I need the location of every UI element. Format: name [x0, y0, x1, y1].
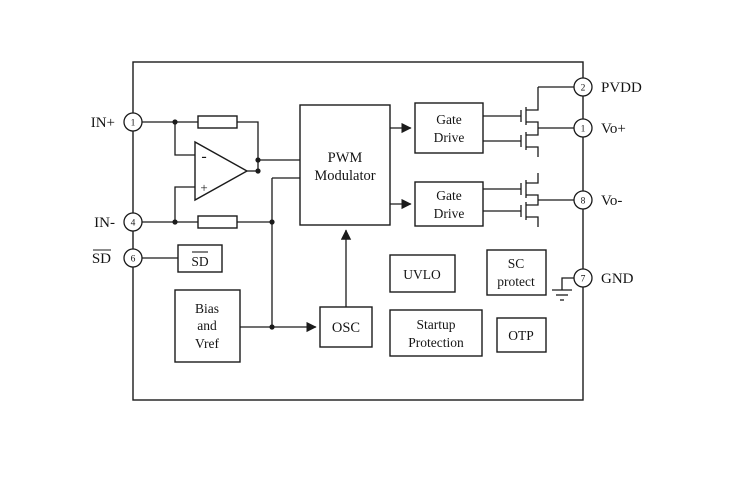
mosfet-vo-plus-low-side [520, 128, 539, 157]
bias-line3: Vref [195, 336, 219, 351]
pin-vo-minus-number: 8 [581, 197, 586, 207]
resistor-feedback-top [197, 115, 238, 129]
pin-pvdd-number: 2 [581, 84, 586, 94]
opamp-minus-input-label: - [201, 148, 206, 165]
pin-in-minus-label: IN- [94, 215, 115, 231]
pin-vo-minus: 8 Vo- [573, 190, 622, 210]
pin-gnd-number: 7 [581, 275, 586, 285]
pwm-label-line2: Modulator [314, 168, 375, 184]
sd-block: SD [177, 244, 223, 273]
pin-sd: 6 SD [92, 248, 143, 268]
uvlo-label: UVLO [403, 267, 441, 282]
uvlo-block: UVLO [389, 254, 456, 293]
gate-drive-top-line2: Drive [434, 130, 465, 145]
bias-line2: and [197, 318, 217, 333]
wires [142, 86, 574, 333]
sd-block-label: SD [191, 254, 209, 269]
gate-drive-bottom-line1: Gate [436, 188, 461, 203]
osc-block: OSC [319, 306, 373, 348]
gate-drive-bottom-block: Gate Drive [414, 181, 484, 227]
pin-in-minus-number: 4 [131, 219, 136, 229]
pin-in-plus-label: IN+ [91, 115, 115, 131]
startup-protection-block: Startup Protection [389, 309, 483, 357]
sc-protect-line1: SC [508, 256, 525, 271]
pin-vo-plus: 1 Vo+ [573, 118, 626, 138]
pwm-modulator-block: PWM Modulator [299, 104, 391, 226]
otp-block: OTP [496, 317, 547, 353]
mosfet-vo-minus-high-side [520, 173, 539, 200]
pin-sd-number: 6 [131, 255, 136, 265]
pin-vo-plus-number: 1 [581, 125, 586, 135]
sc-protect-block: SC protect [486, 249, 547, 296]
resistor-feedback-bottom [197, 215, 238, 229]
junction-dots [172, 119, 275, 330]
opamp-plus-input-label: + [200, 180, 207, 195]
sc-protect-line2: protect [497, 274, 535, 289]
gate-drive-top-block: Gate Drive [414, 102, 484, 154]
pin-in-plus-number: 1 [131, 119, 136, 129]
otp-label: OTP [508, 328, 534, 343]
output-mosfets [520, 87, 539, 227]
startup-line2: Protection [408, 335, 464, 350]
mosfet-vo-minus-low-side [520, 200, 539, 227]
pin-in-plus: 1 IN+ [91, 112, 143, 132]
pwm-label-line1: PWM [328, 150, 363, 166]
pin-sd-label: SD [92, 251, 111, 267]
bias-vref-block: Bias and Vref [174, 289, 241, 363]
pin-gnd-label: GND [601, 271, 634, 287]
pin-gnd: 7 GND [573, 268, 634, 288]
pin-in-minus: 4 IN- [94, 212, 143, 232]
bias-line1: Bias [195, 301, 219, 316]
pin-pvdd-label: PVDD [601, 80, 642, 96]
pin-vo-plus-label: Vo+ [601, 121, 626, 137]
gate-drive-bottom-line2: Drive [434, 206, 465, 221]
osc-label: OSC [332, 320, 360, 336]
ground-symbol-icon [552, 289, 572, 301]
pin-vo-minus-label: Vo- [601, 193, 622, 209]
opamp-symbol: - + [194, 140, 249, 202]
gate-drive-top-line1: Gate [436, 112, 461, 127]
mosfet-vo-plus-high-side [520, 87, 539, 128]
pin-pvdd: 2 PVDD [573, 77, 642, 97]
startup-line1: Startup [417, 317, 456, 332]
